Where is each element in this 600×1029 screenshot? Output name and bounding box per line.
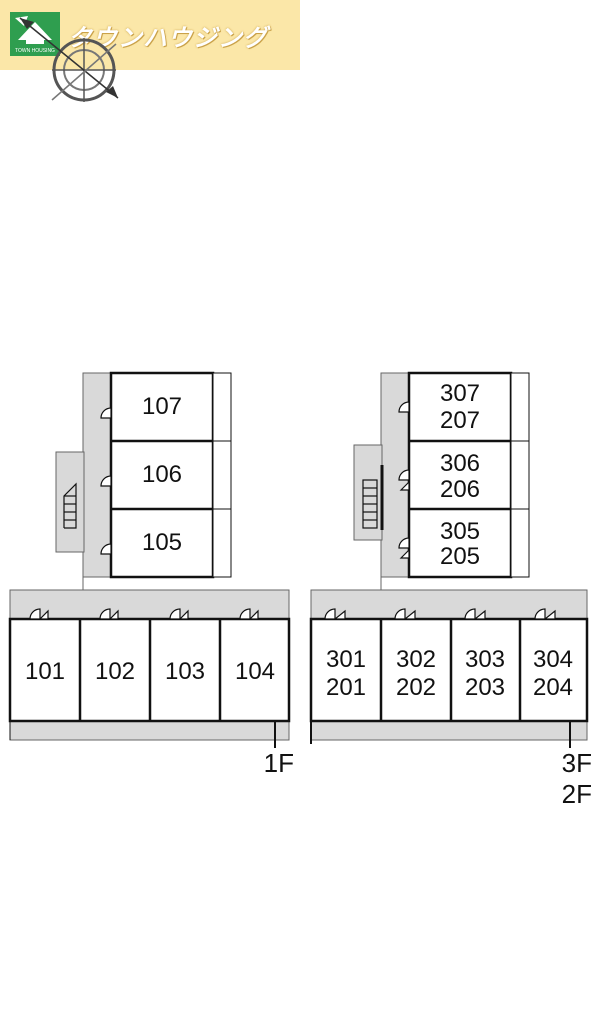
room-104-label: 104 [235, 658, 275, 685]
room-207-label: 207 [440, 407, 480, 434]
floor-plan-2f-3f: 307 207 306 206 305 205 301 201 302 202 … [309, 371, 592, 809]
door-icons [324, 401, 556, 620]
stair-icon [362, 465, 384, 530]
header-banner: TOWN HOUSING タウンハウジング [0, 0, 300, 70]
lower-room-block [309, 617, 589, 748]
logo-caption: TOWN HOUSING [15, 48, 55, 54]
room-103-label: 103 [165, 658, 205, 685]
room-105-label: 105 [142, 529, 182, 556]
stair-icon [63, 482, 77, 529]
door-icons [29, 407, 259, 620]
floor-label-3f: 3F [562, 748, 592, 778]
room-301-label: 301 [326, 646, 366, 673]
upper-room-block [109, 371, 232, 579]
room-107-label: 107 [142, 393, 182, 420]
room-102-label: 102 [95, 658, 135, 685]
room-203-label: 203 [465, 674, 505, 701]
room-307-label: 307 [440, 380, 480, 407]
room-106-label: 106 [142, 461, 182, 488]
room-306-label: 306 [440, 450, 480, 477]
room-305-label: 305 [440, 518, 480, 545]
room-204-label: 204 [533, 674, 573, 701]
lower-room-block [8, 617, 291, 748]
floor-label-1f: 1F [264, 748, 294, 778]
brand-name: タウンハウジング [68, 24, 268, 52]
room-302-label: 302 [396, 646, 436, 673]
upper-room-block [407, 371, 530, 579]
compass-icon [19, 17, 119, 102]
floor-plan-1f: 107 106 105 101 102 103 104 1F [8, 371, 294, 778]
room-304-label: 304 [533, 646, 573, 673]
room-205-label: 205 [440, 543, 480, 570]
room-101-label: 101 [25, 658, 65, 685]
room-201-label: 201 [326, 674, 366, 701]
room-206-label: 206 [440, 476, 480, 503]
room-303-label: 303 [465, 646, 505, 673]
floor-label-2f: 2F [562, 779, 592, 809]
room-202-label: 202 [396, 674, 436, 701]
